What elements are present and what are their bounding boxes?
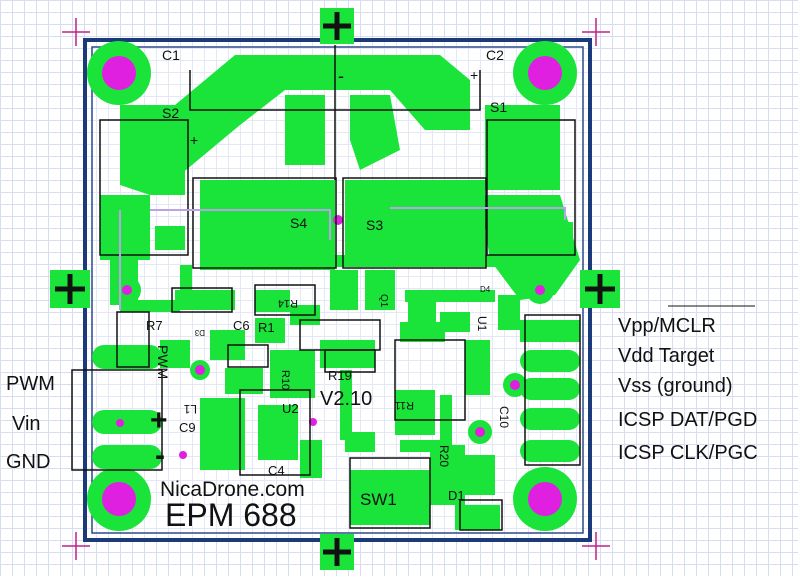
label-r11: R11 <box>395 399 414 411</box>
label-c1: C1 <box>162 47 180 63</box>
label-r10: R10 <box>279 370 291 390</box>
label-q1: Q1 <box>378 294 389 308</box>
copper-layer <box>87 41 580 531</box>
label-r7: R7 <box>146 318 163 333</box>
label-s2: S2 <box>162 105 179 121</box>
label-r1: R1 <box>258 320 275 335</box>
label-c2: C2 <box>486 47 504 63</box>
icsp-label-dat: ICSP DAT/PGD <box>618 409 758 431</box>
board-text: V2.10 NicaDrone.com EPM 688 <box>160 388 372 533</box>
drill-holes <box>102 56 562 516</box>
silkscreen <box>71 45 581 531</box>
label-u2: U2 <box>282 401 299 416</box>
icsp-label-clk: ICSP CLK/PGC <box>618 442 758 464</box>
polarity-marks: + + - + - <box>150 66 478 472</box>
plus-mark-vin: + <box>150 404 168 437</box>
website-text: NicaDrone.com <box>160 478 305 501</box>
registration-marks <box>50 8 620 570</box>
label-c10: C10 <box>497 406 511 428</box>
icsp-label-vdd: Vdd Target <box>618 345 715 367</box>
component-labels: C1 C2 S2 S1 S4 S3 R7 C6 R1 R14 R19 R10 R… <box>146 47 511 509</box>
label-c6: C6 <box>233 318 250 333</box>
label-u1: U1 <box>475 316 489 332</box>
label-r14: R14 <box>278 297 298 309</box>
plus-mark-c2: + <box>470 67 478 83</box>
label-c9: C9 <box>179 420 196 435</box>
pin-label-vin: Vin <box>12 413 41 435</box>
label-s1: S1 <box>490 99 507 115</box>
label-r20: R20 <box>437 445 451 467</box>
product-text: EPM 688 <box>165 497 297 533</box>
label-r19: R19 <box>328 368 352 383</box>
label-d3: D3 <box>194 328 205 337</box>
minus-mark-center: - <box>338 66 344 86</box>
label-s3: S3 <box>366 217 383 233</box>
plus-mark-c1: + <box>190 132 198 148</box>
label-d1: D1 <box>448 488 465 503</box>
icsp-label-vss: Vss (ground) <box>618 375 733 397</box>
pin-label-gnd: GND <box>6 451 51 473</box>
label-c4: C4 <box>268 463 285 478</box>
icsp-label-vpp: Vpp/MCLR <box>618 315 716 337</box>
label-pwm-vertical: PWM <box>155 345 171 379</box>
label-d4: D4 <box>480 285 491 294</box>
label-l1: L1 <box>183 402 197 416</box>
minus-mark-gnd: - <box>155 439 165 472</box>
pin-label-pwm: PWM <box>6 373 55 395</box>
version-text: V2.10 <box>320 388 372 410</box>
label-sw1: SW1 <box>360 490 397 509</box>
keepout-lines <box>119 207 566 310</box>
corner-crosshairs <box>62 18 610 560</box>
label-s4: S4 <box>290 215 307 231</box>
